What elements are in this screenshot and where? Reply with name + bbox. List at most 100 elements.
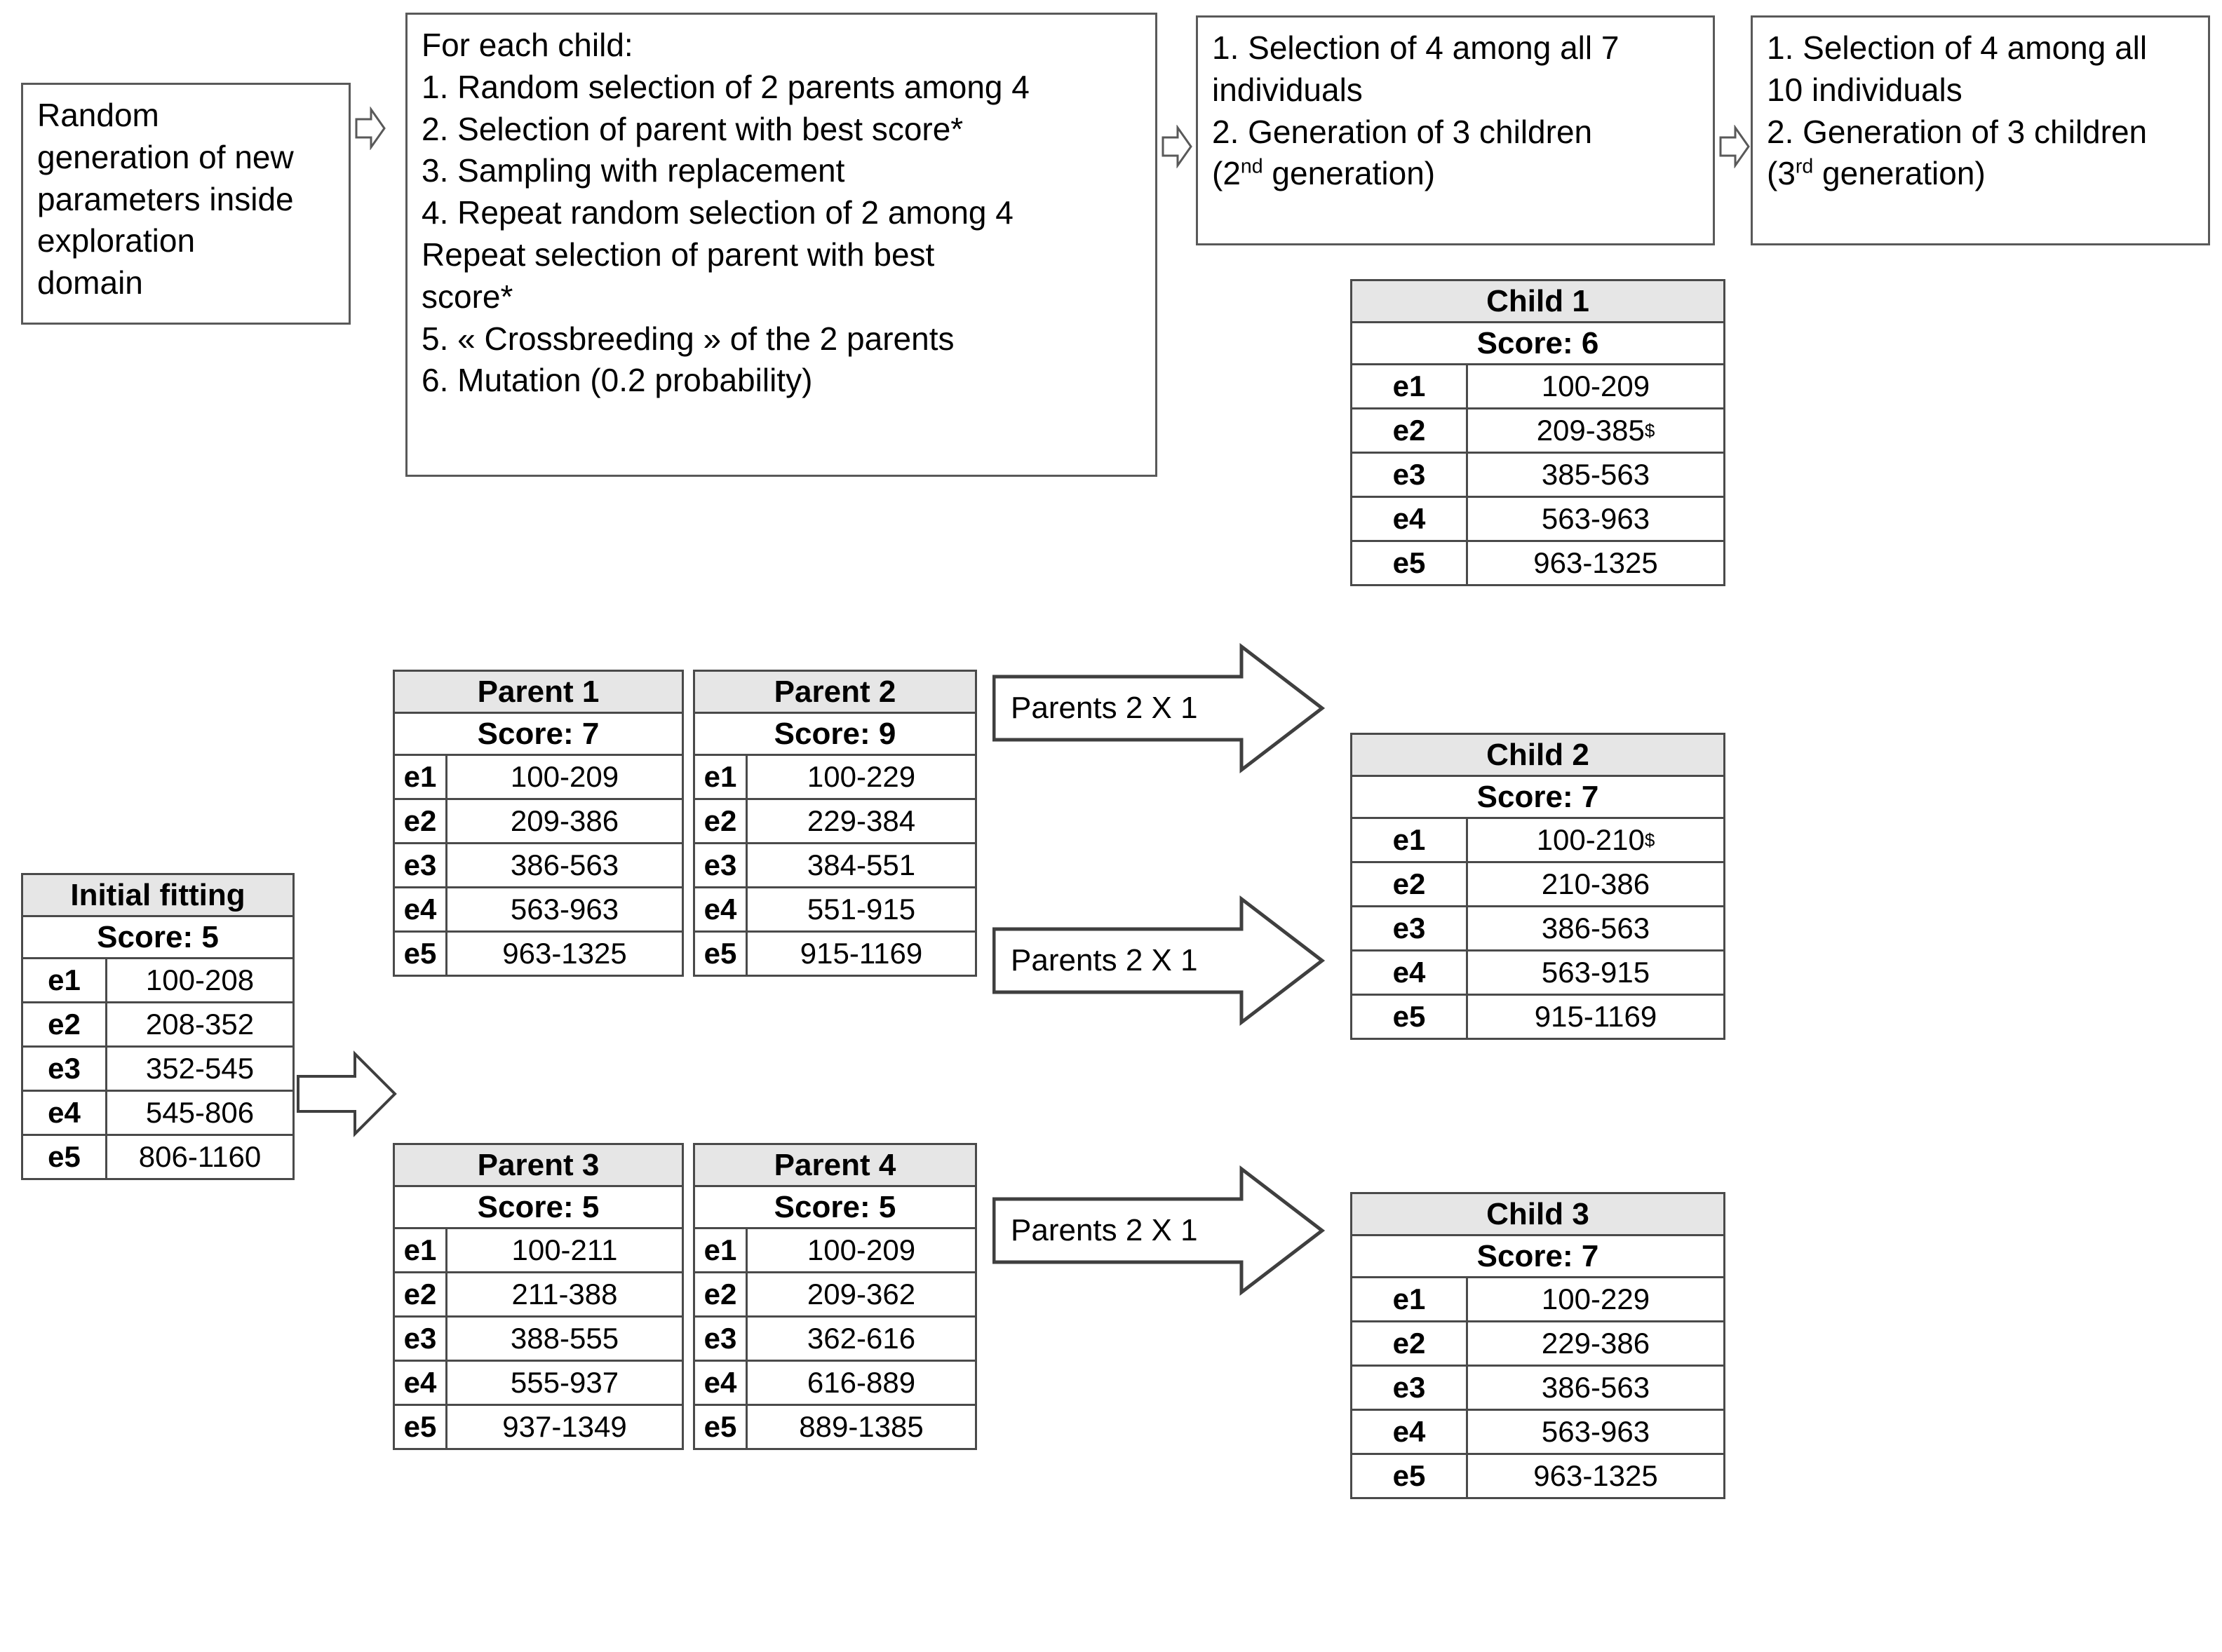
table-row: e2 210-386 — [1352, 863, 1723, 907]
crossbreed-arrow-label: Parents 2 X 1 — [1011, 943, 1198, 977]
param-key: e5 — [395, 1406, 447, 1448]
process-box-third-generation: 1. Selection of 4 among all 10 individua… — [1751, 15, 2210, 245]
param-value: 100-229 — [807, 760, 916, 793]
table-row: e3 386-563 — [1352, 1367, 1723, 1411]
process-box-for-each-child: For each child: 1. Random selection of 2… — [405, 13, 1157, 477]
param-key: e4 — [1352, 952, 1468, 994]
crossbreed-arrow-3: Parents 2 X 1 — [992, 1160, 1343, 1301]
table-row: e4 563-963 — [395, 888, 682, 933]
param-key: e5 — [395, 933, 447, 975]
param-key: e2 — [1352, 863, 1468, 905]
process-line: 1. Selection of 4 among all — [1767, 29, 2148, 66]
table-row: e5 963-1325 — [1352, 542, 1723, 584]
param-key: e3 — [395, 1318, 447, 1360]
table-score-row: Score: 6 — [1352, 323, 1723, 365]
table-title: Parent 1 — [477, 674, 600, 709]
table-header-row: Child 2 — [1352, 735, 1723, 777]
param-key: e1 — [1352, 819, 1468, 861]
table-child-2: Child 2 Score: 7 e1 100-210$ e2 210-386 … — [1350, 733, 1725, 1040]
table-title: Child 2 — [1486, 737, 1589, 772]
param-key: e1 — [395, 756, 447, 798]
table-row: e1 100-209 — [395, 756, 682, 800]
param-key: e3 — [695, 1318, 748, 1360]
table-score-row: Score: 7 — [1352, 777, 1723, 819]
score-label: Score: 9 — [774, 716, 896, 751]
crossbreed-arrow-label: Parents 2 X 1 — [1011, 691, 1198, 725]
param-value: 100-211 — [511, 1233, 618, 1266]
table-row: e5 806-1160 — [23, 1136, 292, 1178]
param-value: 963-1325 — [502, 937, 627, 970]
process-line: 3. Sampling with replacement — [422, 152, 845, 189]
crossbreed-arrow-1: Parents 2 X 1 — [992, 638, 1343, 778]
process-line: Random — [37, 97, 159, 133]
table-row: e3 385-563 — [1352, 454, 1723, 498]
score-label: Score: 5 — [97, 919, 219, 954]
param-value: 616-889 — [807, 1366, 916, 1399]
table-row: e4 551-915 — [695, 888, 975, 933]
process-line: 10 individuals — [1767, 71, 1962, 108]
param-value: 362-616 — [807, 1322, 916, 1355]
process-line: domain — [37, 264, 143, 302]
table-row: e2 209-385$ — [1352, 409, 1723, 454]
param-key: e4 — [695, 1362, 748, 1404]
param-value: 386-563 — [1541, 912, 1650, 945]
table-row: e2 211-388 — [395, 1273, 682, 1318]
param-key: e1 — [695, 1229, 748, 1271]
param-value: 385-563 — [1541, 458, 1650, 491]
ordinal-suffix: nd — [1240, 156, 1263, 179]
param-key: e2 — [395, 800, 447, 842]
table-header-row: Parent 3 — [395, 1145, 682, 1187]
table-row: e4 555-937 — [395, 1362, 682, 1406]
table-row: e4 545-806 — [23, 1092, 292, 1136]
param-value: 100-209 — [510, 760, 619, 793]
process-line: parameters inside — [37, 180, 294, 217]
param-key: e5 — [1352, 542, 1468, 584]
table-row: e4 563-963 — [1352, 498, 1723, 542]
param-value: 386-563 — [510, 848, 619, 881]
table-title: Initial fitting — [70, 877, 245, 912]
param-value: 545-806 — [145, 1096, 255, 1129]
process-line-generation: (3rd generation) — [1767, 155, 1986, 192]
table-score-row: Score: 5 — [695, 1187, 975, 1229]
table-score-row: Score: 5 — [23, 917, 292, 959]
table-child-1: Child 1 Score: 6 e1 100-209 e2 209-385$ … — [1350, 279, 1725, 586]
param-key: e3 — [1352, 907, 1468, 949]
table-row: e3 384-551 — [695, 844, 975, 888]
param-key: e4 — [395, 888, 447, 930]
flow-arrow-icon-2 — [1161, 125, 1193, 168]
table-row: e1 100-211 — [395, 1229, 682, 1273]
table-row: e5 963-1325 — [1352, 1455, 1723, 1497]
flow-arrow-icon-1 — [354, 107, 386, 150]
table-score-row: Score: 9 — [695, 714, 975, 756]
param-value: 963-1325 — [1533, 546, 1658, 579]
param-key: e2 — [1352, 1322, 1468, 1365]
table-row: e4 563-915 — [1352, 952, 1723, 996]
process-line: exploration — [37, 222, 196, 259]
param-key: e2 — [1352, 409, 1468, 452]
table-header-row: Parent 1 — [395, 672, 682, 714]
param-value: 211-388 — [511, 1278, 618, 1311]
param-key: e3 — [23, 1048, 107, 1090]
param-value: 384-551 — [807, 848, 916, 881]
param-key: e4 — [695, 888, 748, 930]
param-value: 209-385$ — [1536, 414, 1655, 447]
table-parent-2: Parent 2 Score: 9 e1 100-229 e2 229-384 … — [693, 670, 977, 977]
table-header-row: Parent 2 — [695, 672, 975, 714]
table-row: e5 915-1169 — [1352, 996, 1723, 1038]
param-key: e3 — [1352, 454, 1468, 496]
process-line: individuals — [1212, 71, 1363, 108]
table-parent-1: Parent 1 Score: 7 e1 100-209 e2 209-386 … — [393, 670, 684, 977]
process-box-random-generation: Random generation of new parameters insi… — [21, 83, 351, 325]
param-key: e3 — [695, 844, 748, 886]
param-key: e1 — [23, 959, 107, 1001]
param-value: 100-209 — [1541, 370, 1650, 402]
param-value: 555-937 — [510, 1366, 619, 1399]
process-line: Repeat selection of parent with best — [422, 236, 935, 273]
score-label: Score: 7 — [1476, 779, 1599, 814]
table-header-row: Parent 4 — [695, 1145, 975, 1187]
param-value: 563-915 — [1541, 956, 1650, 989]
table-row: e3 386-563 — [1352, 907, 1723, 952]
crossbreed-arrow-label: Parents 2 X 1 — [1011, 1213, 1198, 1247]
table-row: e3 386-563 — [395, 844, 682, 888]
